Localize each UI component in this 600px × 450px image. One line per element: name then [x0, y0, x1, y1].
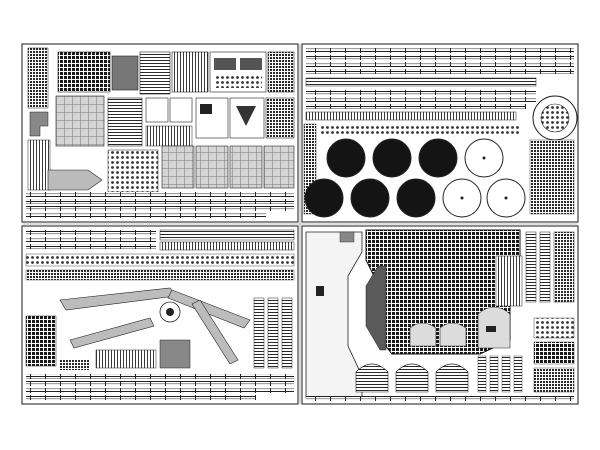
fret-top-left	[21, 43, 299, 223]
dark-disc	[418, 138, 458, 178]
dark-disc	[396, 178, 436, 218]
dark-disc	[350, 178, 390, 218]
fret-top-right	[301, 43, 579, 223]
dark-disc	[304, 178, 344, 218]
dark-disc	[372, 138, 412, 178]
fret-bottom-right	[301, 225, 579, 405]
dark-disc	[326, 138, 366, 178]
sprue-lines	[22, 44, 578, 404]
fret-bottom-left	[21, 225, 299, 405]
